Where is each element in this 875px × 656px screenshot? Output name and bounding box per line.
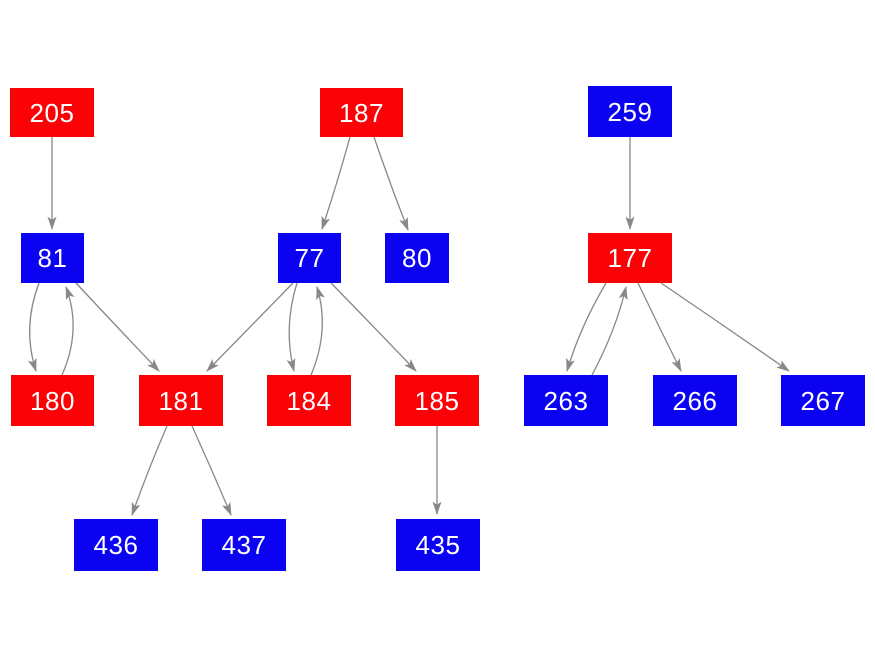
edge-77-184 <box>286 282 298 373</box>
edge-77-185 <box>330 282 417 372</box>
graph-node-177: 177 <box>588 233 672 283</box>
edge-81-181 <box>75 282 160 372</box>
edge-263-177 <box>591 285 628 376</box>
graph-node-263: 263 <box>524 375 608 426</box>
edge-177-266 <box>637 282 682 373</box>
edge-177-267 <box>660 282 790 372</box>
graph-node-437: 437 <box>202 519 286 571</box>
graph-node-205: 205 <box>10 88 94 137</box>
edge-184-77 <box>310 285 325 376</box>
edge-81-180 <box>27 282 40 373</box>
edge-180-81 <box>61 285 75 376</box>
graph-node-187: 187 <box>320 88 403 137</box>
graph-node-185: 185 <box>395 375 479 426</box>
edge-177-263 <box>566 282 607 373</box>
edge-77-181 <box>206 282 294 372</box>
edge-187-80 <box>373 136 409 232</box>
graph-node-436: 436 <box>74 519 158 571</box>
graph-node-266: 266 <box>653 375 737 426</box>
graph-node-77: 77 <box>278 233 341 283</box>
graph-node-81: 81 <box>21 233 84 283</box>
edge-181-437 <box>191 425 232 517</box>
edge-181-436 <box>131 425 168 517</box>
graph-node-80: 80 <box>385 233 449 283</box>
edge-187-77 <box>321 136 351 231</box>
graph-node-267: 267 <box>781 375 865 426</box>
graph-node-259: 259 <box>588 86 672 137</box>
graph-node-435: 435 <box>396 519 480 571</box>
graph-node-180: 180 <box>11 375 94 426</box>
graph-node-184: 184 <box>267 375 351 426</box>
graph-node-181: 181 <box>139 375 223 426</box>
